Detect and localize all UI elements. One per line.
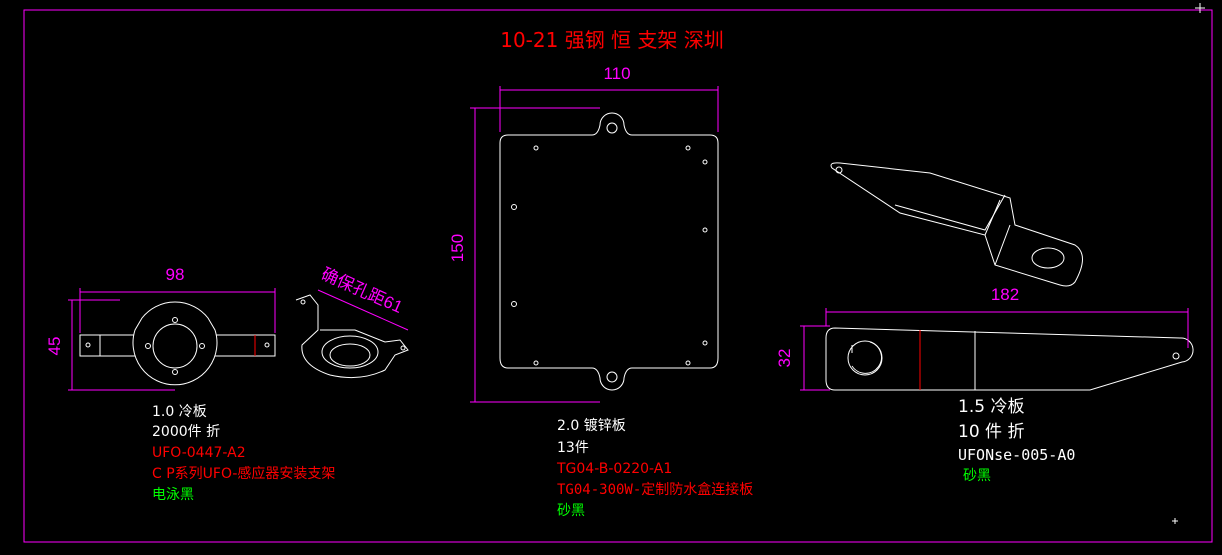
dim-height: 150 [448, 234, 467, 262]
part3-part-no: UFONse-005-A0 [958, 446, 1075, 464]
part2-name: TG04-300W-定制防水盒连接板 [557, 481, 753, 498]
part1-material: 1.0 冷板 [152, 404, 207, 420]
part3-finish: 砂黑 [963, 468, 991, 484]
part1-name: C P系列UFO-感应器安装支架 [152, 465, 335, 482]
corner-mark [1172, 518, 1178, 524]
part3-quantity: 10 件 折 [958, 422, 1024, 442]
part3-flat-view [800, 308, 1194, 391]
part2-material: 2.0 镀锌板 [557, 417, 626, 434]
drawing-title: 10-21 强钢 恒 支架 深圳 [500, 28, 724, 52]
dim-height: 32 [775, 349, 794, 368]
dim-height: 45 [45, 337, 64, 356]
dim-width: 98 [166, 265, 185, 284]
part3-material: 1.5 冷板 [958, 397, 1024, 417]
part3-3d-view [830, 162, 1083, 287]
part1-3d-view [295, 289, 409, 379]
part1-finish: 电泳黑 [152, 487, 194, 503]
dim-width: 110 [603, 64, 630, 83]
part2-part-no: TG04-B-0220-A1 [556, 461, 672, 477]
corner-mark [1195, 3, 1205, 13]
part2-quantity: 13件 [557, 440, 589, 456]
part1-part-no: UFO-0447-A2 [152, 445, 246, 461]
dim-width: 182 [991, 285, 1019, 304]
part1-quantity: 2000件 折 [152, 424, 220, 440]
part2-plate-view [470, 86, 719, 403]
drawing-border [23, 9, 1213, 543]
part2-finish: 砂黑 [557, 503, 585, 519]
part1-flat-view [68, 288, 276, 391]
